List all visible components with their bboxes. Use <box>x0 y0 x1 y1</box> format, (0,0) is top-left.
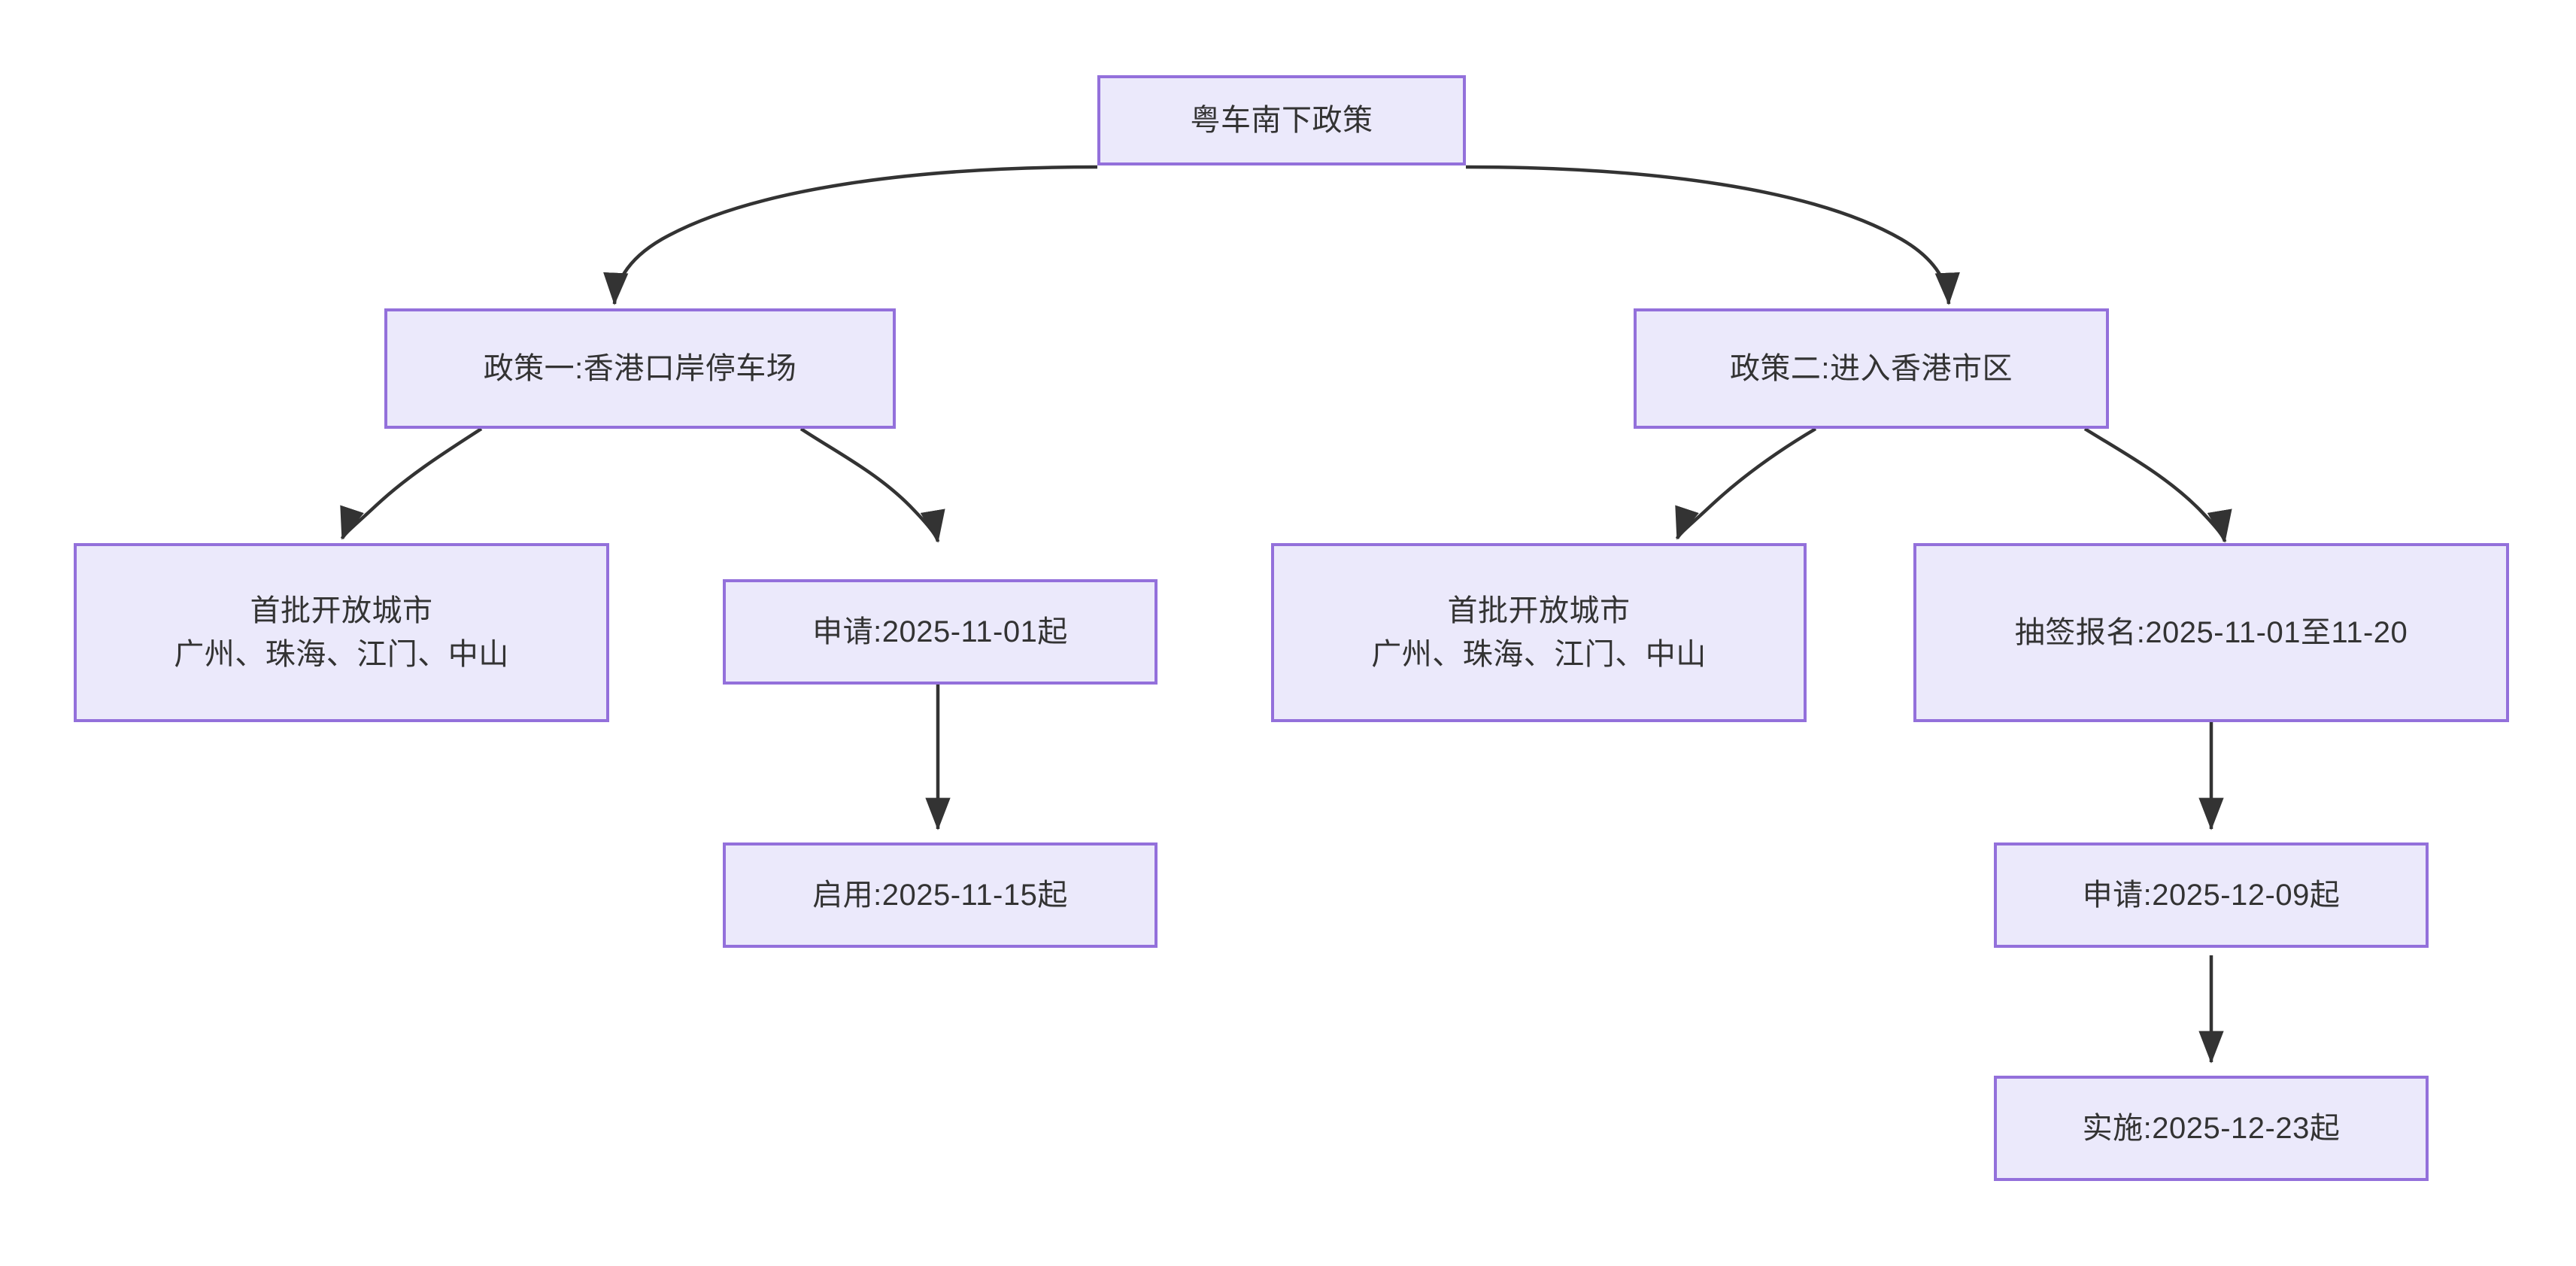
node-policy1-apply-date[interactable]: 申请:2025-11-01起 <box>723 579 1158 685</box>
node-policy2-lottery-window-label: 抽签报名:2025-11-01至11-20 <box>2014 616 2408 649</box>
edge-policy2-to-p2lottery <box>2083 427 2232 543</box>
node-policy1[interactable]: 政策一:香港口岸停车场 <box>384 308 896 429</box>
node-root[interactable]: 粤车南下政策 <box>1097 75 1466 165</box>
node-policy2-lottery-window[interactable]: 抽签报名:2025-11-01至11-20 <box>1913 543 2509 722</box>
node-policy1-enable-date-label: 启用:2025-11-15起 <box>812 879 1068 912</box>
node-policy2-first-cities-label: 首批开放城市 广州、珠海、江门、中山 <box>1371 594 1707 671</box>
node-policy2-implement-date[interactable]: 实施:2025-12-23起 <box>1994 1076 2429 1181</box>
node-policy2-first-cities[interactable]: 首批开放城市 广州、珠海、江门、中山 <box>1271 543 1807 722</box>
node-policy1-first-cities[interactable]: 首批开放城市 广州、珠海、江门、中山 <box>74 543 609 722</box>
node-policy1-apply-date-label: 申请:2025-11-01起 <box>812 615 1068 648</box>
node-root-label: 粤车南下政策 <box>1190 104 1373 137</box>
edge-root-to-policy2 <box>1465 165 1960 305</box>
node-policy2-apply-date[interactable]: 申请:2025-12-09起 <box>1994 842 2429 948</box>
node-policy2-implement-date-label: 实施:2025-12-23起 <box>2082 1112 2341 1145</box>
node-policy2[interactable]: 政策二:进入香港市区 <box>1634 308 2109 429</box>
node-policy1-label: 政策一:香港口岸停车场 <box>483 352 797 385</box>
node-policy1-first-cities-label: 首批开放城市 广州、珠海、江门、中山 <box>174 594 509 671</box>
node-policy2-apply-date-label: 申请:2025-12-09起 <box>2082 879 2341 912</box>
edge-policy1-to-p1cities <box>340 427 483 540</box>
edge-policy2-to-p2cities <box>1675 427 1817 540</box>
edge-policy1-to-p1apply <box>800 427 945 543</box>
edge-root-to-policy1 <box>603 165 1098 305</box>
node-policy1-enable-date[interactable]: 启用:2025-11-15起 <box>723 842 1158 948</box>
node-policy2-label: 政策二:进入香港市区 <box>1729 352 2013 385</box>
